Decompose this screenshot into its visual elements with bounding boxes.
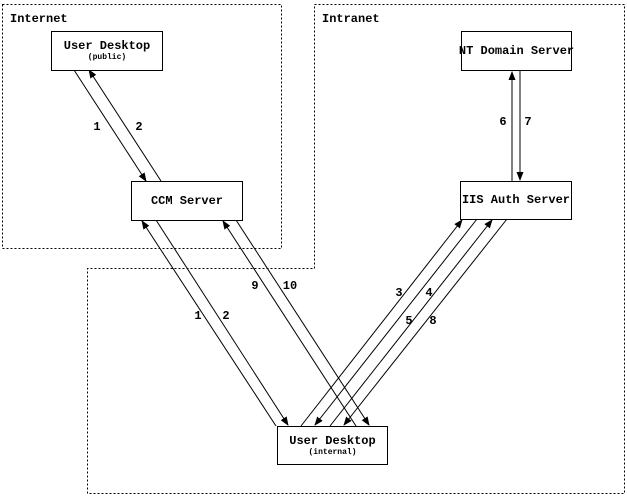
intranet-region-outline	[87, 4, 625, 494]
arrow-label-3: 3	[395, 286, 403, 300]
arrow-label-1-public: 1	[93, 120, 101, 134]
node-iis-auth-server: IIS Auth Server	[460, 181, 572, 220]
node-ccm-server: CCM Server	[131, 181, 243, 221]
intranet-region-label: Intranet	[322, 12, 380, 26]
arrow-step-9	[222, 220, 357, 427]
node-title: CCM Server	[150, 193, 223, 208]
arrow-step-3	[300, 219, 463, 427]
arrow-step-1-internal	[141, 220, 277, 427]
arrow-label-2-public: 2	[135, 120, 143, 134]
arrow-label-7: 7	[524, 115, 532, 129]
arrow-step-10	[235, 219, 370, 426]
arrow-step-8	[343, 218, 508, 426]
arrow-step-1-public	[73, 69, 147, 182]
node-title: User Desktop	[63, 39, 151, 53]
node-subtitle: (public)	[87, 53, 127, 62]
arrow-label-2-internal: 2	[222, 309, 230, 323]
arrow-label-10: 10	[282, 279, 298, 293]
node-title: NT Domain Server	[458, 43, 575, 58]
arrow-step-4	[314, 218, 478, 426]
arrow-step-5	[329, 219, 493, 427]
node-nt-domain-server: NT Domain Server	[458, 31, 575, 71]
arrow-label-1-internal: 1	[194, 309, 202, 323]
internet-region-label: Internet	[10, 12, 68, 26]
node-title: User Desktop	[289, 433, 376, 448]
arrow-label-9: 9	[251, 279, 259, 293]
arrow-label-4: 4	[425, 286, 433, 300]
node-user-desktop-internal: User Desktop (internal)	[277, 426, 388, 465]
arrow-step-2-public	[88, 69, 162, 182]
arrow-label-8: 8	[429, 314, 437, 328]
node-title: IIS Auth Server	[461, 193, 571, 207]
node-user-desktop-public: User Desktop (public)	[51, 31, 163, 71]
arrow-step-2-internal	[155, 219, 289, 426]
node-subtitle: (internal)	[308, 447, 357, 457]
arrow-label-5: 5	[405, 314, 413, 328]
arrow-label-6: 6	[499, 115, 507, 129]
internet-region-outline	[2, 4, 282, 249]
